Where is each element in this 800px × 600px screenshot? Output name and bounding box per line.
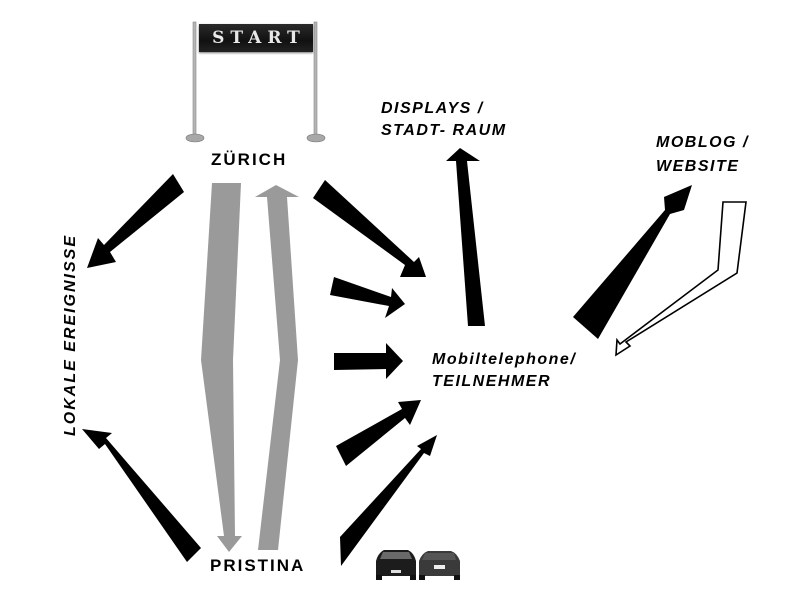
node-displays-line1: DISPLAYS / [381,100,484,117]
node-displays-line2: STADT- RAUM [381,122,507,139]
arrow-route-to-mobile-2 [334,343,403,379]
car-icon-left [376,550,416,580]
start-gate [185,21,326,143]
node-moblog-website: MOBLOG / WEBSITE [656,131,749,179]
node-mobile-line2: TEILNEHMER [432,373,551,390]
arrow-route-to-mobile-3 [336,400,421,466]
node-mobiltelephone-teilnehmer: Mobiltelephone/ TEILNEHMER [432,349,576,393]
node-displays-stadtraum: DISPLAYS / STADT- RAUM [381,98,507,142]
node-mobile-line1: Mobiltelephone/ [432,351,577,368]
arrow-zurich-to-lokale [87,174,184,268]
start-banner-text: START [212,28,306,48]
node-moblog-line1: MOBLOG / [656,134,749,151]
arrow-pristina-to-zurich [255,185,299,550]
arrow-zurich-to-pristina [201,183,242,552]
arrow-mobile-to-moblog [573,185,692,339]
arrow-mobile-to-displays [446,148,485,326]
arrow-pristina-to-lokale [82,429,201,562]
car-icon-right [419,551,460,580]
start-pole-left [192,21,197,139]
start-pole-right [313,21,318,139]
arrow-route-to-mobile-1 [330,277,405,318]
start-pole-base-right [306,133,326,143]
node-pristina: PRISTINA [210,556,306,575]
start-pole-base-left [185,133,205,143]
arrow-pristina-to-mobile [340,435,437,566]
node-zurich: ZÜRICH [211,150,288,169]
arrow-moblog-to-mobile [615,201,747,357]
start-banner: START [199,24,313,52]
arrow-zurich-to-mobile [313,180,426,277]
node-lokale-ereignisse: LOKALE EREIGNISSE [62,233,79,436]
node-moblog-line2: WEBSITE [656,158,740,175]
